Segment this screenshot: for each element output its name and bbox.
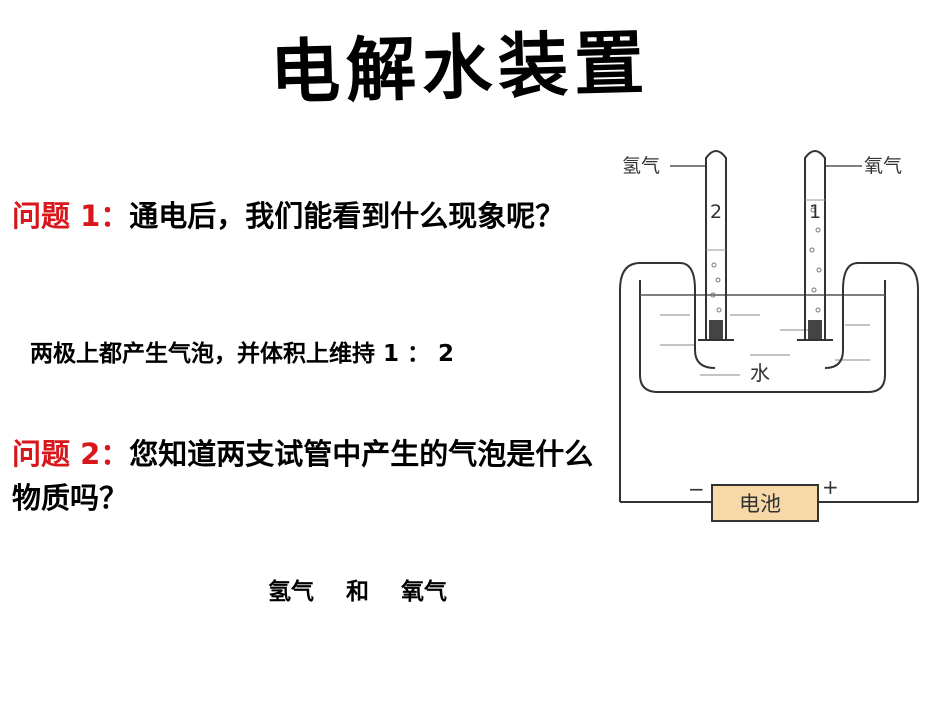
battery-label: 电池	[739, 492, 781, 516]
basin	[639, 280, 886, 393]
question-1: 问题 1：通电后，我们能看到什么现象呢？	[12, 194, 612, 238]
water-label: 水	[750, 361, 770, 385]
battery	[711, 484, 819, 522]
wire-left	[619, 262, 716, 369]
answer-2: 氢气 和 氧气	[268, 579, 448, 605]
electrolysis-diagram: 氢气 氧气 2 1 水 电池 − +	[619, 150, 919, 522]
battery-plus: +	[822, 475, 839, 499]
test-tube-right	[804, 150, 826, 340]
question-2-text: 您知道两支试管中产生的气泡是什么物质吗？	[12, 437, 594, 515]
electrode-left	[709, 320, 723, 340]
test-tube-left	[705, 150, 727, 340]
oxygen-label: 氧气	[864, 155, 902, 177]
wire-right	[824, 262, 919, 369]
tube-right-number: 1	[809, 201, 821, 223]
answer-1: 两极上都产生气泡，并体积上维持 1 ： 2	[30, 341, 455, 367]
water-lines	[660, 314, 870, 376]
hydrogen-label: 氢气	[622, 155, 660, 177]
question-1-label: 问题 1：	[12, 199, 130, 233]
question-1-text: 通电后，我们能看到什么现象呢？	[129, 199, 565, 233]
slide-title: 电解水装置	[268, 22, 652, 114]
electrode-right	[808, 320, 822, 340]
question-2-label: 问题 2：	[12, 437, 130, 471]
question-2: 问题 2：您知道两支试管中产生的气泡是什么物质吗？	[12, 432, 612, 520]
battery-minus: −	[688, 477, 705, 501]
tube-left-number: 2	[710, 201, 722, 223]
